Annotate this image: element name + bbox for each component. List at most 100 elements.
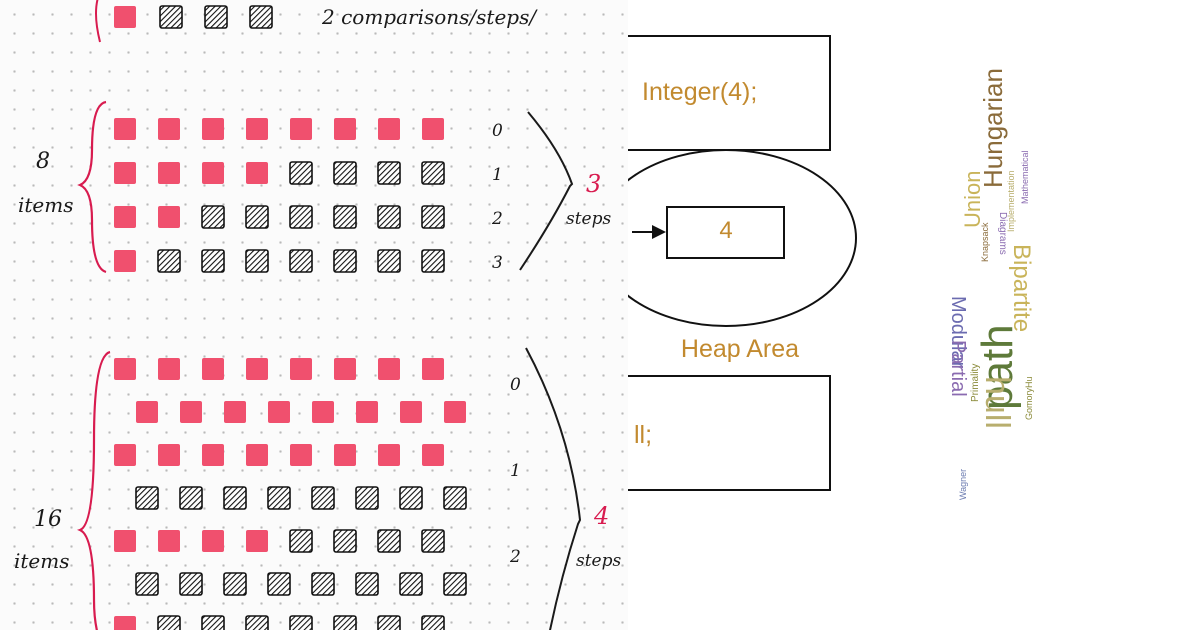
word-modular: Modular bbox=[950, 296, 969, 369]
word-hungarian: Hungarian bbox=[978, 68, 1008, 188]
word-bipartite: Bipartite bbox=[1008, 244, 1035, 332]
top-row bbox=[114, 5, 273, 29]
item-square bbox=[180, 401, 202, 423]
item-square bbox=[114, 616, 136, 630]
item-square bbox=[158, 206, 180, 228]
item-square bbox=[311, 572, 335, 596]
reference-arrow-head bbox=[652, 225, 666, 239]
item-square bbox=[421, 161, 445, 185]
word-wagner: Wagner bbox=[958, 469, 968, 500]
item-square bbox=[378, 358, 400, 380]
item-square bbox=[135, 486, 159, 510]
item-square bbox=[422, 444, 444, 466]
item-square bbox=[246, 444, 268, 466]
item-square bbox=[224, 401, 246, 423]
item-square bbox=[333, 615, 357, 630]
word-mathematical: Mathematical bbox=[1020, 150, 1030, 204]
step-number: 2 bbox=[491, 209, 503, 229]
item-square bbox=[249, 5, 273, 29]
item-square bbox=[202, 444, 224, 466]
item-square bbox=[114, 530, 136, 552]
group-8-items-label: items bbox=[18, 193, 74, 217]
word-cloud-canvas: Hungarian Union Implementation Mathemati… bbox=[950, 68, 1035, 500]
item-square bbox=[114, 6, 136, 28]
item-square bbox=[157, 249, 181, 273]
item-square bbox=[202, 358, 224, 380]
item-square bbox=[400, 401, 422, 423]
heap-area-label: Heap Area bbox=[681, 335, 799, 363]
item-square bbox=[157, 615, 181, 630]
group-16-grid bbox=[114, 358, 467, 630]
item-square bbox=[312, 401, 334, 423]
group-8-steps-label: steps bbox=[566, 209, 611, 229]
word-knapsack: Knapsack bbox=[980, 222, 990, 262]
item-square bbox=[246, 162, 268, 184]
top-row-label: 2 comparisons/steps/ bbox=[321, 5, 538, 29]
item-square bbox=[421, 615, 445, 630]
item-square bbox=[377, 205, 401, 229]
item-square bbox=[114, 118, 136, 140]
item-square bbox=[158, 530, 180, 552]
heap-area-diagram: Integer(4); 4 Heap Area ll; bbox=[628, 0, 950, 630]
word-primality: Primality bbox=[970, 364, 981, 402]
step-number: 0 bbox=[510, 375, 521, 395]
item-square bbox=[377, 615, 401, 630]
item-square bbox=[333, 529, 357, 553]
item-square bbox=[311, 486, 335, 510]
item-square bbox=[114, 250, 136, 272]
item-square bbox=[202, 530, 224, 552]
item-square bbox=[289, 529, 313, 553]
word-partial: Partial bbox=[950, 340, 969, 397]
item-square bbox=[202, 162, 224, 184]
step-number: 0 bbox=[492, 121, 503, 141]
item-square bbox=[114, 206, 136, 228]
item-square bbox=[289, 161, 313, 185]
item-square bbox=[290, 358, 312, 380]
stack-box-top bbox=[628, 35, 831, 151]
item-square bbox=[159, 5, 183, 29]
item-square bbox=[421, 529, 445, 553]
item-square bbox=[289, 205, 313, 229]
item-square bbox=[289, 615, 313, 630]
group-8-step-numbers: 0 1 2 3 bbox=[491, 121, 503, 273]
item-square bbox=[158, 444, 180, 466]
step-number: 1 bbox=[492, 165, 503, 185]
item-square bbox=[245, 615, 269, 630]
item-square bbox=[158, 358, 180, 380]
top-brace bbox=[95, 0, 101, 43]
item-square bbox=[333, 249, 357, 273]
item-square bbox=[334, 358, 356, 380]
item-square bbox=[377, 161, 401, 185]
item-square bbox=[333, 161, 357, 185]
word-implementation: Implementation bbox=[1006, 170, 1016, 232]
item-square bbox=[201, 249, 225, 273]
item-square bbox=[355, 572, 379, 596]
step-number: 3 bbox=[492, 253, 503, 273]
item-square bbox=[114, 358, 136, 380]
heap-canvas: Integer(4); 4 Heap Area ll; bbox=[628, 35, 857, 491]
stack-box-top-text: Integer(4); bbox=[642, 78, 757, 106]
item-square bbox=[334, 444, 356, 466]
item-square bbox=[114, 444, 136, 466]
group-8-steps-number: 3 bbox=[586, 170, 601, 198]
item-square bbox=[421, 205, 445, 229]
item-square bbox=[422, 358, 444, 380]
item-square bbox=[246, 358, 268, 380]
item-square bbox=[245, 249, 269, 273]
item-square bbox=[290, 444, 312, 466]
step-number: 2 bbox=[509, 547, 521, 567]
word-cloud: Hungarian Union Implementation Mathemati… bbox=[950, 0, 1200, 630]
item-square bbox=[444, 401, 466, 423]
item-square bbox=[355, 486, 379, 510]
item-square bbox=[201, 615, 225, 630]
word-hull: hull bbox=[978, 376, 1016, 429]
item-square bbox=[246, 118, 268, 140]
item-square bbox=[378, 118, 400, 140]
item-square bbox=[267, 486, 291, 510]
group-16-step-numbers: 012 bbox=[509, 375, 521, 567]
item-square bbox=[356, 401, 378, 423]
group-16-steps-label: steps bbox=[576, 551, 621, 571]
word-path: path bbox=[973, 324, 1022, 410]
item-square bbox=[399, 572, 423, 596]
